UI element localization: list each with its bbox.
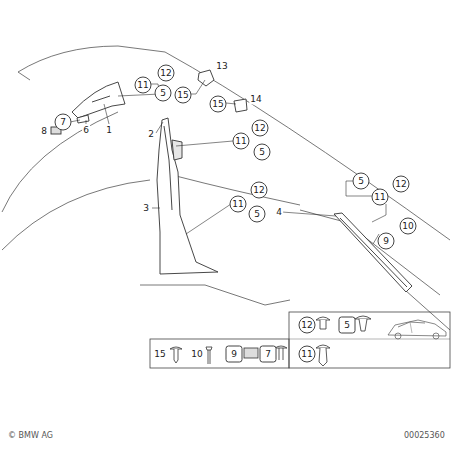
callout-number: 10 xyxy=(190,349,203,360)
callout-number: 15 xyxy=(153,349,166,360)
callout-number: 7 xyxy=(260,346,277,363)
callout-number: 1 xyxy=(105,125,113,136)
callout-number: 9 xyxy=(226,346,243,363)
callout-number: 2 xyxy=(147,129,155,140)
callout-number: 13 xyxy=(215,61,228,72)
drawing-number: 00025360 xyxy=(404,432,445,440)
callout-number: 9 xyxy=(378,233,395,250)
callout-number: 11 xyxy=(230,196,247,213)
callout-number: 15 xyxy=(175,87,192,104)
callout-number: 12 xyxy=(251,182,268,199)
callout-number: 5 xyxy=(254,144,271,161)
callout-number: 5 xyxy=(249,206,266,223)
copyright-note: © BMW AG xyxy=(8,432,53,440)
callout-number: 12 xyxy=(158,65,175,82)
callout-number: 4 xyxy=(275,207,283,218)
callout-number: 3 xyxy=(142,203,150,214)
callout-number: 8 xyxy=(40,126,48,137)
callout-number: 5 xyxy=(155,85,172,102)
callout-number: 7 xyxy=(55,114,72,131)
callout-number: 11 xyxy=(135,77,152,94)
callout-number: 5 xyxy=(353,173,370,190)
callout-number: 12 xyxy=(393,176,410,193)
callout-number: 5 xyxy=(339,317,356,334)
callout-number: 11 xyxy=(372,189,389,206)
callout-number: 6 xyxy=(82,125,90,136)
callout-number: 10 xyxy=(400,218,417,235)
callout-number: 15 xyxy=(210,96,227,113)
callout-number: 12 xyxy=(252,120,269,137)
callout-number: 12 xyxy=(299,317,316,334)
callout-number: 11 xyxy=(233,133,250,150)
callout-number: 11 xyxy=(299,346,316,363)
callout-number: 14 xyxy=(249,94,262,105)
